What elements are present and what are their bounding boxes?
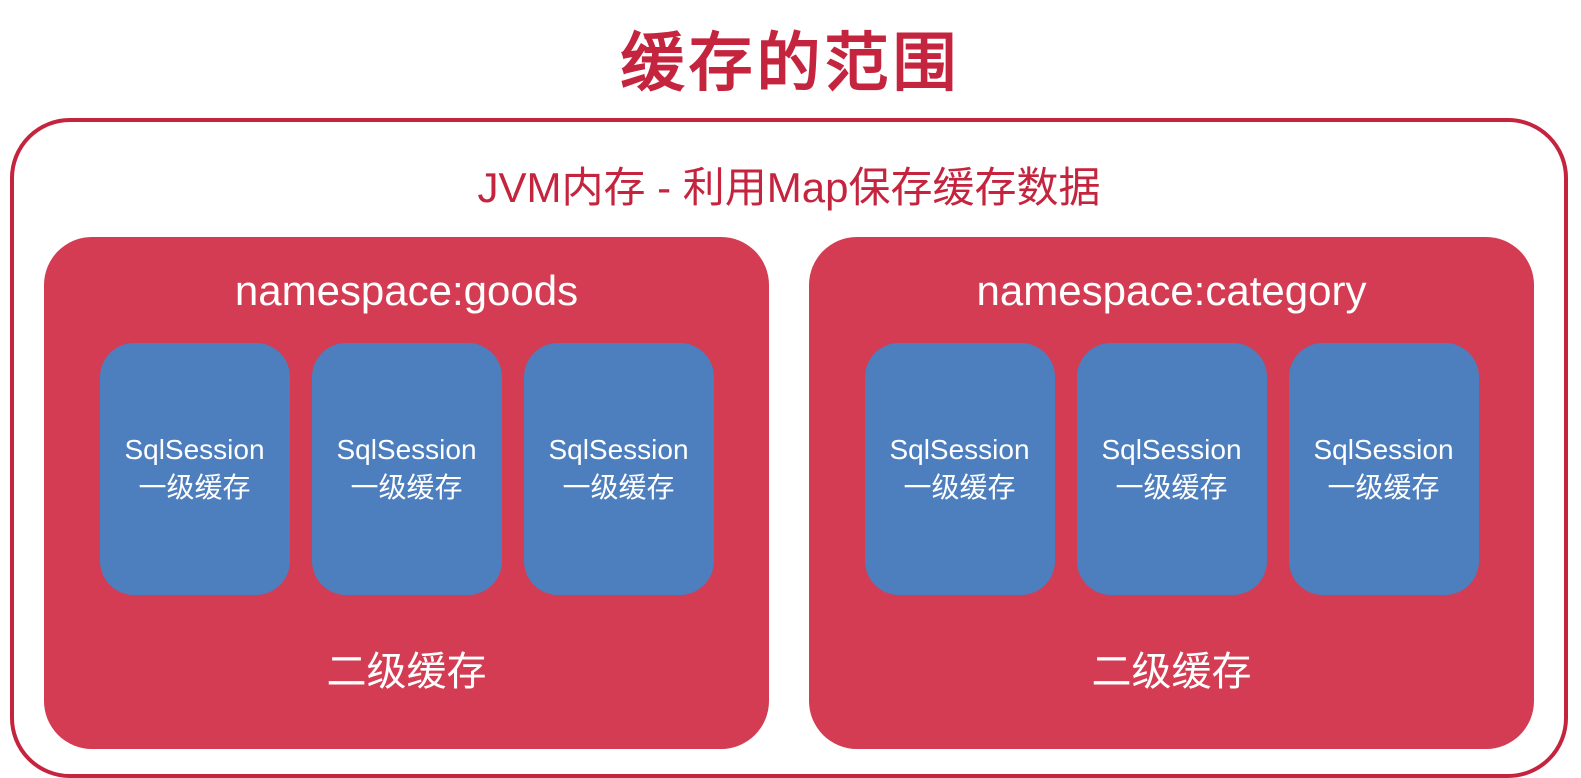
first-level-cache-label: 一级缓存	[903, 472, 1016, 503]
namespace-category-label: namespace:category	[976, 267, 1367, 314]
sqlsession-box: SqlSession 一级缓存	[1288, 343, 1479, 595]
jvm-memory-container: JVM内存 - 利用Map保存缓存数据 namespace:goods SqlS…	[10, 118, 1568, 778]
first-level-cache-label: 一级缓存	[1327, 472, 1440, 503]
goods-sessions-row: SqlSession 一级缓存 SqlSession 一级缓存 SqlSessi…	[99, 343, 714, 595]
jvm-memory-label: JVM内存 - 利用Map保存缓存数据	[477, 164, 1101, 211]
namespace-group-goods: namespace:goods SqlSession 一级缓存 SqlSessi…	[44, 237, 769, 749]
first-level-cache-label: 一级缓存	[1115, 472, 1228, 503]
category-sessions-row: SqlSession 一级缓存 SqlSession 一级缓存 SqlSessi…	[864, 343, 1479, 595]
namespace-goods-label: namespace:goods	[234, 267, 579, 314]
second-level-cache-label: 二级缓存	[326, 650, 487, 694]
sqlsession-label: SqlSession	[889, 434, 1030, 466]
sqlsession-label: SqlSession	[1313, 434, 1454, 466]
sqlsession-label: SqlSession	[548, 434, 689, 466]
namespace-group-category: namespace:category SqlSession 一级缓存 SqlSe…	[809, 237, 1534, 749]
sqlsession-box: SqlSession 一级缓存	[864, 343, 1055, 595]
sqlsession-box: SqlSession 一级缓存	[1076, 343, 1267, 595]
first-level-cache-label: 一级缓存	[562, 472, 675, 503]
sqlsession-box: SqlSession 一级缓存	[523, 343, 714, 595]
second-level-cache-label: 二级缓存	[1091, 650, 1252, 694]
sqlsession-box: SqlSession 一级缓存	[311, 343, 502, 595]
sqlsession-label: SqlSession	[124, 434, 265, 466]
namespace-groups: namespace:goods SqlSession 一级缓存 SqlSessi…	[14, 237, 1564, 749]
first-level-cache-label: 一级缓存	[138, 472, 251, 503]
sqlsession-label: SqlSession	[1101, 434, 1242, 466]
sqlsession-box: SqlSession 一级缓存	[99, 343, 290, 595]
first-level-cache-label: 一级缓存	[350, 472, 463, 503]
sqlsession-label: SqlSession	[336, 434, 477, 466]
page-title: 缓存的范围	[620, 27, 961, 99]
